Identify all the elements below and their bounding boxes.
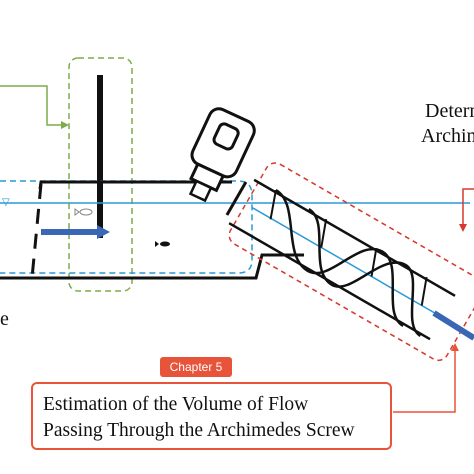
green-pointer-arrow: [0, 85, 64, 126]
blue-dashed-channel: [0, 180, 253, 274]
channel-back-wall-dashed: [30, 183, 43, 279]
flow-direction-arrow: [41, 225, 110, 239]
fish-outline-icon: [74, 208, 93, 216]
caption-pointer-arrow: [393, 349, 456, 413]
caption-line-1: Estimation of the Volume of Flow: [43, 394, 309, 415]
archimedes-screw: [225, 178, 456, 341]
fish-icon: [155, 241, 170, 247]
generator-housing: [188, 107, 256, 203]
caption-line-2: Passing Through the Archimedes Screw: [43, 420, 355, 441]
gate-rod: [97, 75, 103, 238]
caption-arrowhead: [451, 343, 459, 351]
right-label-line-1: Determ: [425, 100, 474, 122]
caption-box: Estimation of the Volume of Flow Passing…: [31, 382, 392, 450]
screw-outflow-arrow: [432, 310, 474, 341]
green-arrowhead: [61, 121, 69, 129]
right-label-line-2: Archim: [421, 125, 474, 147]
chapter-badge: Chapter 5: [160, 357, 232, 377]
green-dashed-region: [68, 57, 133, 292]
left-label-fragment: e: [0, 308, 9, 330]
red-pointer-arrow: [462, 188, 474, 226]
red-arrowhead: [459, 224, 467, 232]
red-dashed-screw-region: [228, 162, 474, 362]
